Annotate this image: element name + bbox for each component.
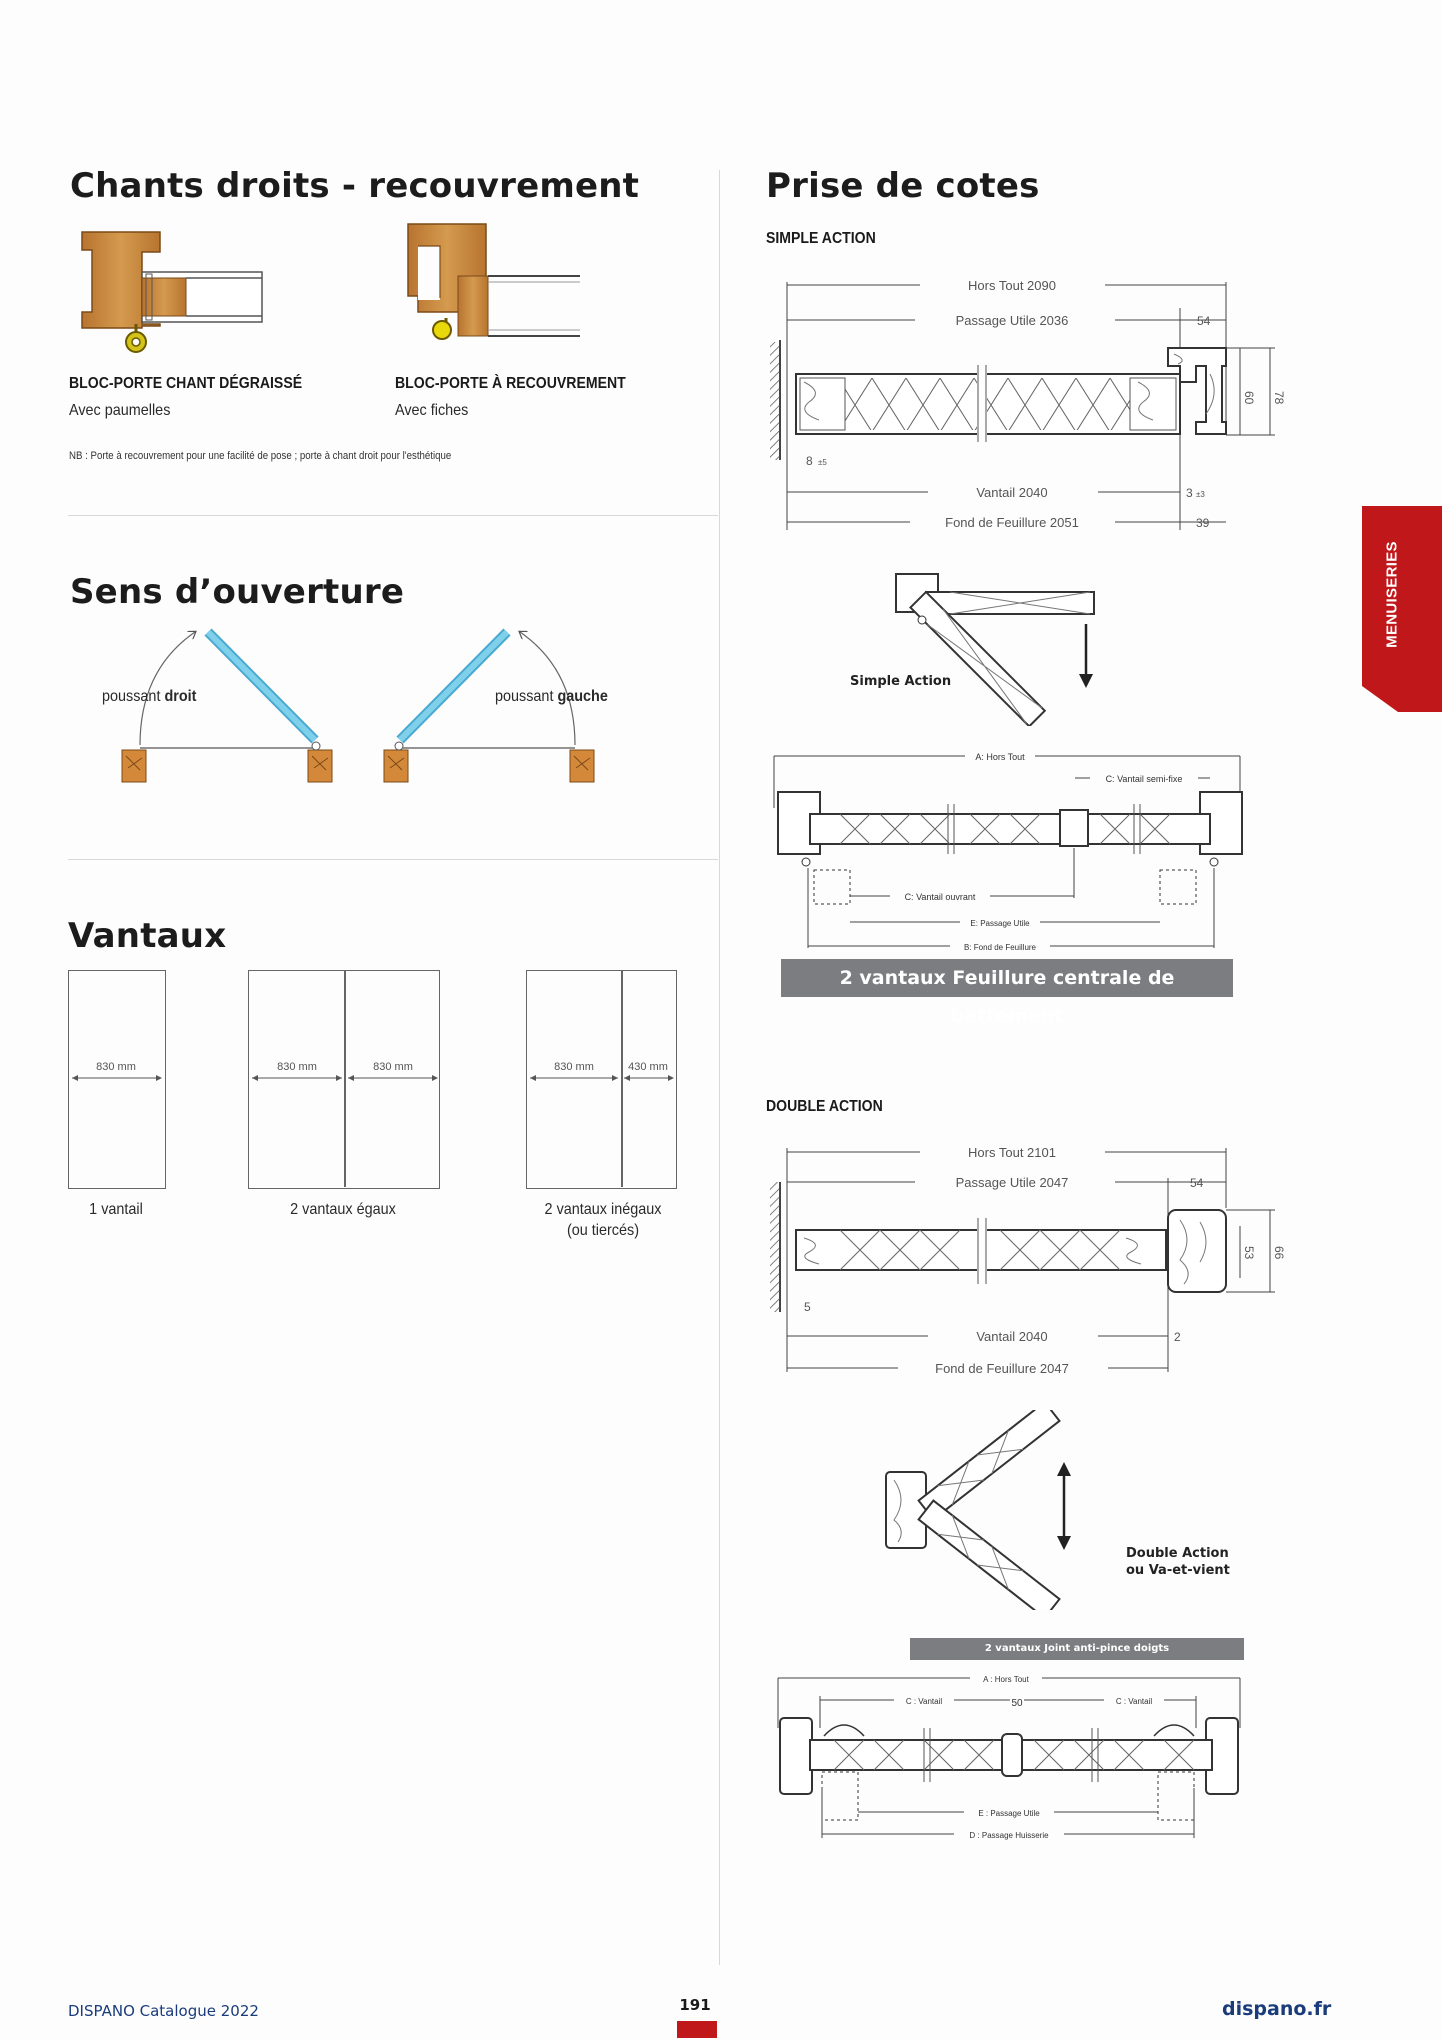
double-action-label: Double Action ou Va-et-vient	[1126, 1545, 1230, 1579]
poussant-droit-label: poussant droit	[102, 688, 196, 706]
simple-tol8: ±5	[818, 458, 827, 467]
vantaux-egaux-dim: 830 mm 830 mm	[252, 1061, 438, 1081]
vantaux-inegaux-box	[526, 970, 677, 1189]
simple-d78: 78	[1272, 391, 1286, 405]
ap-label-fifty: 50	[1011, 1698, 1023, 1709]
simple-hors-tout: Hors Tout 2090	[968, 278, 1056, 293]
simple-passage: Passage Utile 2036	[956, 313, 1069, 328]
simple-action-label: Simple Action	[850, 674, 952, 689]
simple-d60: 60	[1242, 391, 1256, 405]
vantaux-inegaux-caption-1: 2 vantaux inégaux	[544, 1201, 662, 1218]
double-action-swing-drawing	[885, 1410, 1071, 1610]
sens-ouverture-diagram	[121, 628, 595, 783]
anti-pince-drawing: A : Hors Tout C : Vantail C : Vantail 50…	[777, 1671, 1241, 1841]
page-number-marker	[677, 2021, 717, 2038]
fc-label-b: B: Fond de Feuillure	[964, 943, 1037, 952]
page-number: 191	[679, 1996, 711, 2014]
double-fond: Fond de Feuillure 2047	[935, 1361, 1069, 1376]
vantail-single-dim: 830 mm	[72, 1061, 162, 1081]
simple-action-dimension-drawing: Hors Tout 2090 Passage Utile 2036 54 60 …	[770, 276, 1286, 531]
chants-title: Chants droits - recouvrement	[70, 166, 640, 206]
simple-tol3: ±3	[1196, 490, 1205, 499]
section-divider	[68, 515, 718, 516]
vantaux-inegaux-divider	[621, 970, 623, 1187]
anti-pince-banner: 2 vantaux Joint anti-pince doigts	[910, 1638, 1244, 1660]
poussant-droit-bold: droit	[164, 688, 197, 705]
vantaux-inegaux-dim: 830 mm 430 mm	[530, 1061, 674, 1081]
fc-label-a: A: Hors Tout	[975, 752, 1025, 762]
double-hors-tout: Hors Tout 2101	[968, 1145, 1056, 1160]
fc-label-e: E: Passage Utile	[970, 919, 1030, 928]
poussant-droit-prefix: poussant	[102, 688, 165, 705]
simple-action-swing-drawing	[895, 573, 1095, 726]
ap-label-d: D : Passage Huisserie	[969, 1831, 1049, 1840]
bloc-porte-chant-degraisse-drawing	[81, 231, 263, 353]
feuillure-centrale-banner: 2 vantaux Feuillure centrale de battemen…	[781, 959, 1233, 1027]
prise-de-cotes-title: Prise de cotes	[766, 166, 1040, 206]
double-passage: Passage Utile 2047	[956, 1175, 1069, 1190]
double-d54: 54	[1190, 1176, 1204, 1190]
simple-d3: 3	[1186, 486, 1193, 500]
sens-title: Sens d’ouverture	[70, 572, 405, 612]
double-d53: 53	[1242, 1246, 1256, 1260]
bloc-porte-chant-subtitle: Avec paumelles	[69, 402, 171, 419]
ap-label-c-left: C : Vantail	[906, 1697, 943, 1706]
vantail-single-caption: 1 vantail	[89, 1201, 143, 1218]
double-action-heading: DOUBLE ACTION	[766, 1098, 883, 1115]
bloc-porte-recouvrement-title: BLOC-PORTE À RECOUVREMENT	[395, 375, 626, 392]
double-d2: 2	[1174, 1330, 1181, 1344]
simple-d8: 8	[806, 454, 813, 468]
double-d66: 66	[1272, 1246, 1286, 1260]
vantaux-inegaux-width-1: 830 mm	[554, 1061, 594, 1073]
vantaux-egaux-divider	[344, 970, 346, 1187]
ap-label-a: A : Hors Tout	[983, 1675, 1029, 1684]
poussant-gauche-bold: gauche	[557, 688, 608, 705]
poussant-gauche-prefix: poussant	[495, 688, 558, 705]
chants-note: NB : Porte à recouvrement pour une facil…	[69, 450, 452, 462]
simple-action-heading: SIMPLE ACTION	[766, 230, 876, 247]
menuiseries-side-tab[interactable]	[1362, 506, 1442, 712]
section-divider	[68, 859, 718, 860]
simple-fond: Fond de Feuillure 2051	[945, 515, 1079, 530]
bloc-porte-recouvrement-subtitle: Avec fiches	[395, 402, 469, 419]
ap-label-e: E : Passage Utile	[978, 1809, 1040, 1818]
double-d5: 5	[804, 1300, 811, 1314]
poussant-gauche-label: poussant gauche	[495, 688, 608, 706]
fc-label-c-ouvrant: C: Vantail ouvrant	[905, 892, 976, 902]
feuillure-centrale-drawing: A: Hors Tout C: Vantail semi-fixe C: Van…	[773, 749, 1243, 953]
fc-label-c-semi: C: Vantail semi-fixe	[1106, 774, 1183, 784]
vantaux-egaux-width-2: 830 mm	[373, 1061, 413, 1073]
double-action-dimension-drawing: Hors Tout 2101 Passage Utile 2047 54 53 …	[770, 1143, 1286, 1377]
column-divider	[719, 170, 720, 1965]
vantaux-egaux-width-1: 830 mm	[277, 1061, 317, 1073]
vantail-single-width: 830 mm	[96, 1061, 136, 1073]
simple-d54: 54	[1197, 314, 1211, 328]
double-action-label-2: ou Va-et-vient	[1126, 1563, 1230, 1578]
double-vantail: Vantail 2040	[976, 1329, 1047, 1344]
vantaux-inegaux-caption-2: (ou tiercés)	[566, 1222, 640, 1239]
vantaux-title: Vantaux	[68, 916, 227, 956]
vantail-single-box	[68, 970, 166, 1189]
simple-d39: 39	[1196, 516, 1210, 530]
side-tab-label[interactable]: MENUISERIES	[1383, 541, 1401, 648]
double-action-label-1: Double Action	[1126, 1546, 1229, 1561]
footer-site-link[interactable]: dispano.fr	[1222, 1998, 1332, 2020]
simple-vantail: Vantail 2040	[976, 485, 1047, 500]
bloc-porte-chant-title: BLOC-PORTE CHANT DÉGRAISSÉ	[69, 375, 303, 392]
footer-catalogue: DISPANO Catalogue 2022	[68, 2002, 259, 2020]
vantaux-inegaux-width-2: 430 mm	[628, 1061, 668, 1073]
ap-label-c-right: C : Vantail	[1116, 1697, 1153, 1706]
bloc-porte-recouvrement-drawing	[407, 223, 580, 340]
vantaux-egaux-caption: 2 vantaux égaux	[290, 1201, 396, 1218]
